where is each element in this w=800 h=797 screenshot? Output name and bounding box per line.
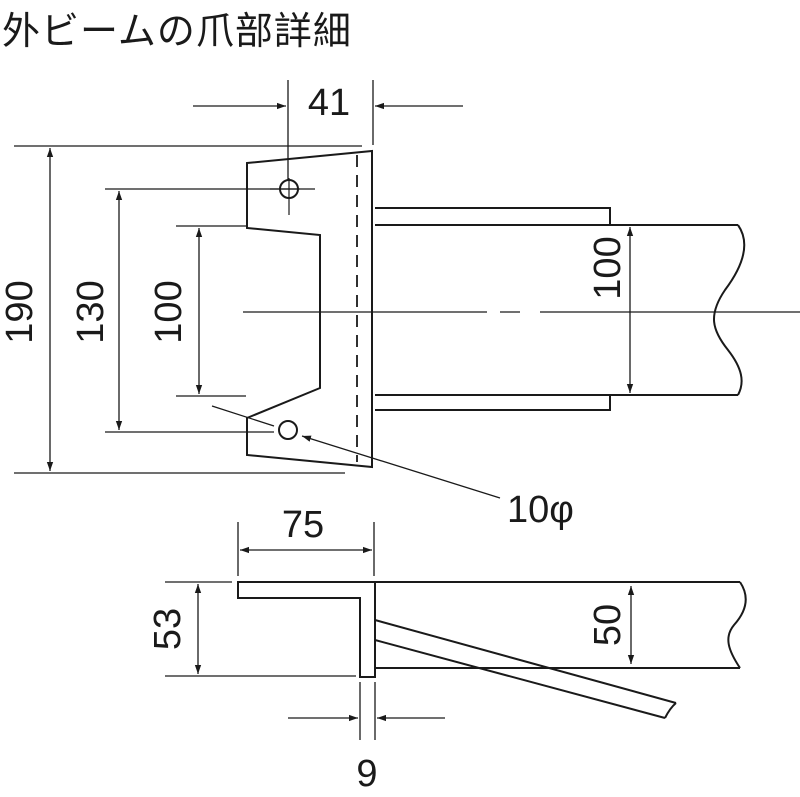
hole-bottom <box>278 420 298 440</box>
dim-9 <box>288 682 445 740</box>
dim-100-left <box>176 225 246 397</box>
dim-100-right-label: 100 <box>587 236 629 299</box>
dim-130 <box>105 188 300 433</box>
diagonal-brace <box>374 619 677 719</box>
hole-10phi-label: 10φ <box>507 489 574 531</box>
page-title: 外ビームの爪部詳細 <box>2 9 352 53</box>
dim-41-label: 41 <box>308 82 350 124</box>
dim-190 <box>14 145 362 474</box>
dim-190-label: 190 <box>0 280 41 343</box>
beam-side <box>375 581 747 669</box>
dim-100-left-label: 100 <box>148 280 190 343</box>
dim-9-label: 9 <box>356 753 377 795</box>
dim-75-label: 75 <box>282 504 324 546</box>
dim-130-label: 130 <box>70 280 112 343</box>
dim-41 <box>193 80 463 180</box>
claw-l-shape <box>237 581 376 678</box>
dim-75 <box>237 522 375 576</box>
dim-53-label: 53 <box>147 608 189 650</box>
front-view <box>14 80 800 499</box>
dim-53 <box>165 581 356 677</box>
leader-10phi <box>211 405 501 499</box>
dim-50-label: 50 <box>587 604 629 646</box>
side-view <box>165 522 747 740</box>
beam-front <box>375 207 746 411</box>
claw-plate-outline <box>246 149 373 469</box>
